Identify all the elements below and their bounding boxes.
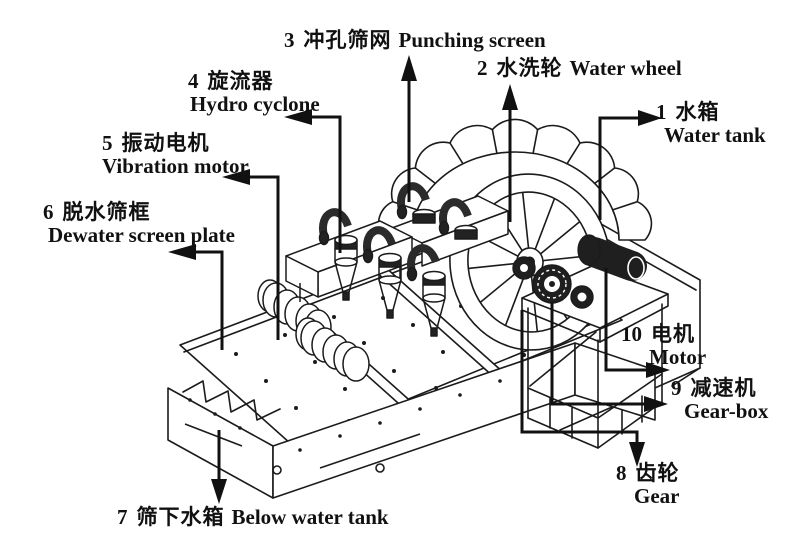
leader-1-water-tank (598, 110, 662, 220)
drive-motor (577, 234, 647, 281)
part-number: 4 (188, 69, 199, 93)
part-name-zh: 减速机 (690, 376, 757, 400)
arrow-left-icon (284, 109, 312, 125)
part-name-zh: 振动电机 (121, 131, 210, 155)
screen-truss-zigzag (182, 380, 281, 421)
part-number: 6 (43, 200, 54, 224)
arrow-up-icon (502, 84, 518, 110)
part-name-en: Water tank (664, 123, 766, 147)
part-name-en: Dewater screen plate (48, 223, 235, 247)
leader-7-below-water-tank (211, 430, 227, 504)
cyclone-front-row (318, 208, 446, 337)
part-number: 10 (621, 322, 642, 346)
leader-6-dewater-screen-plate (168, 244, 224, 350)
leader-4-hydro-cyclone (284, 109, 342, 253)
vibration-motors (257, 279, 370, 382)
leader-lines (168, 55, 670, 504)
part-number: 7 (117, 505, 128, 529)
part-name-en: Punching screen (398, 28, 546, 52)
arrow-right-icon (646, 362, 670, 378)
arrow-right-icon (638, 110, 662, 126)
part-name-zh: 电机 (651, 322, 695, 346)
part-name-en: Below water tank (231, 505, 389, 529)
arrow-up-icon (401, 55, 417, 81)
part-number: 8 (616, 461, 627, 485)
arrow-down-icon (629, 442, 645, 467)
leader-10-motor (604, 268, 670, 378)
leader-9-gear-box (550, 302, 668, 412)
part-name-en: Gear (634, 484, 680, 508)
part-name-zh: 水洗轮 (496, 56, 563, 80)
cyclone-back-row (396, 182, 478, 240)
part-number: 2 (477, 56, 488, 80)
arrow-left-icon (222, 169, 250, 185)
part-name-en: Gear-box (684, 399, 769, 423)
part-name-en: Motor (649, 345, 707, 369)
part-number: 9 (671, 376, 682, 400)
leader-3-punching-screen (401, 55, 417, 202)
part-name-en: Hydro cyclone (190, 92, 320, 116)
part-name-zh: 齿轮 (635, 461, 680, 485)
part-name-zh: 水箱 (675, 100, 720, 124)
leader-2-water-wheel (502, 84, 518, 222)
arrow-left-icon (168, 244, 196, 260)
part-name-zh: 冲孔筛网 (303, 28, 392, 52)
arrow-down-icon (211, 479, 227, 504)
part-number: 3 (284, 28, 295, 52)
tank-bolt-dots (188, 379, 502, 452)
part-name-en: Water wheel (569, 56, 682, 80)
part-name-zh: 筛下水箱 (136, 505, 225, 529)
leader-8-gear (520, 310, 645, 467)
hydro-cyclone-cluster (285, 182, 509, 337)
part-number: 5 (102, 131, 113, 155)
leader-5-vibration-motor (222, 169, 280, 340)
part-name-en: Vibration motor (102, 154, 249, 178)
part-name-zh: 脱水筛框 (62, 200, 151, 224)
arrow-right-icon (644, 396, 668, 412)
part-number: 1 (656, 100, 667, 124)
part-name-zh: 旋流器 (207, 69, 274, 93)
